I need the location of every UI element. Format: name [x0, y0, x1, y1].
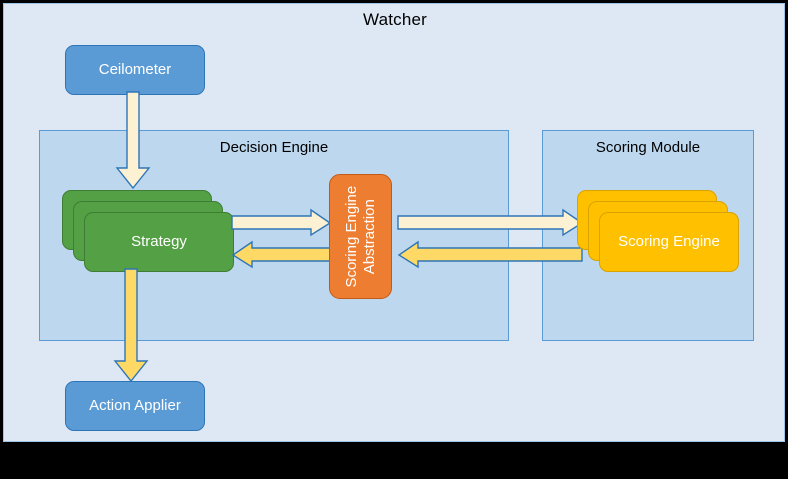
scoring-module-title: Scoring Module — [595, 139, 701, 156]
watcher-panel: Watcher Decision Engine Scoring Module C… — [3, 3, 785, 442]
scoring-engine-abstraction-label: Scoring Engine Abstraction — [343, 186, 378, 288]
ceilometer-label: Ceilometer — [98, 61, 172, 79]
scoring-engine-abstraction-node[interactable]: Scoring Engine Abstraction — [329, 174, 392, 299]
strategy-label: Strategy — [131, 233, 187, 251]
scoring-engine-label: Scoring Engine — [618, 233, 720, 251]
strategy-node[interactable]: Strategy — [84, 212, 234, 272]
scoring-engine-stack[interactable]: Scoring Engine — [577, 190, 739, 272]
strategy-stack[interactable]: Strategy — [62, 190, 234, 272]
arrow-abstraction-to-scoring-engine — [397, 208, 584, 237]
arrow-strategy-to-abstraction — [231, 208, 332, 237]
ceilometer-node[interactable]: Ceilometer — [65, 45, 205, 95]
arrow-ceilometer-to-strategy — [115, 91, 151, 190]
watcher-title: Watcher — [362, 10, 428, 29]
arrow-abstraction-to-strategy — [231, 240, 331, 269]
sea-label-line1: Scoring Engine — [342, 185, 360, 288]
decision-engine-title: Decision Engine — [219, 139, 329, 156]
sea-label-line2: Abstraction — [360, 198, 378, 275]
action-applier-label: Action Applier — [89, 397, 181, 415]
arrow-scoring-engine-to-abstraction — [397, 240, 583, 269]
arrow-strategy-to-action-applier — [113, 268, 149, 383]
action-applier-node[interactable]: Action Applier — [65, 381, 205, 431]
scoring-engine-node[interactable]: Scoring Engine — [599, 212, 739, 272]
